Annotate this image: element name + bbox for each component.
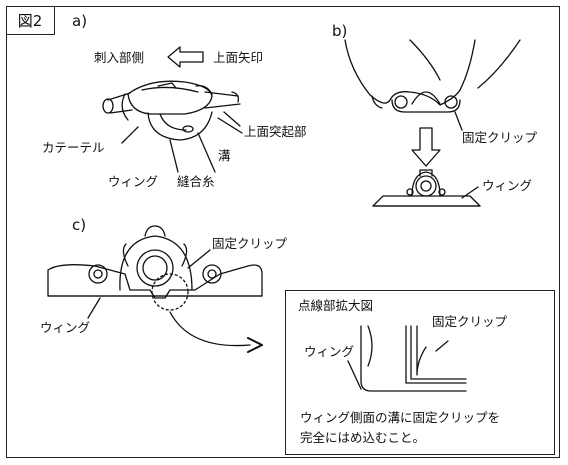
groove-label: 溝 <box>218 148 231 163</box>
zoom-wing-label: ウィング <box>304 344 355 359</box>
top-protrusion-label: 上面突起部 <box>244 124 307 139</box>
wing-label-b: ウィング <box>482 178 533 193</box>
figure-frame <box>6 6 560 458</box>
panel-c-drawing <box>47 225 263 353</box>
panel-c-letter: c) <box>72 216 87 234</box>
wing-label-a: ウィング <box>108 174 159 189</box>
panel-b-drawing <box>344 39 521 207</box>
fixing-clip-label-c: 固定クリップ <box>212 236 288 251</box>
panel-a-drawing <box>102 46 243 173</box>
wing-label-c: ウィング <box>40 320 91 335</box>
zoom-illustration <box>347 325 467 392</box>
figure-label: 図2 <box>6 6 55 35</box>
instruction-line-2: 完全にはめ込むこと。 <box>300 430 426 445</box>
suture-label: 縫合糸 <box>177 174 215 189</box>
zoom-title: 点線部拡大図 <box>298 298 374 313</box>
catheter-label: カテーテル <box>42 140 105 155</box>
fixing-clip-label-b: 固定クリップ <box>462 130 538 145</box>
panel-b-letter: b) <box>332 22 348 40</box>
top-arrow-label: 上面矢印 <box>213 50 264 65</box>
zoom-fixing-clip-label: 固定クリップ <box>432 314 508 329</box>
instruction-line-1: ウィング側面の溝に固定クリップを <box>300 410 501 425</box>
panel-a-letter: a) <box>72 12 88 30</box>
insertion-side-label: 刺入部側 <box>94 50 145 65</box>
top-arrow-icon <box>167 46 204 68</box>
zoom-box <box>285 290 555 455</box>
